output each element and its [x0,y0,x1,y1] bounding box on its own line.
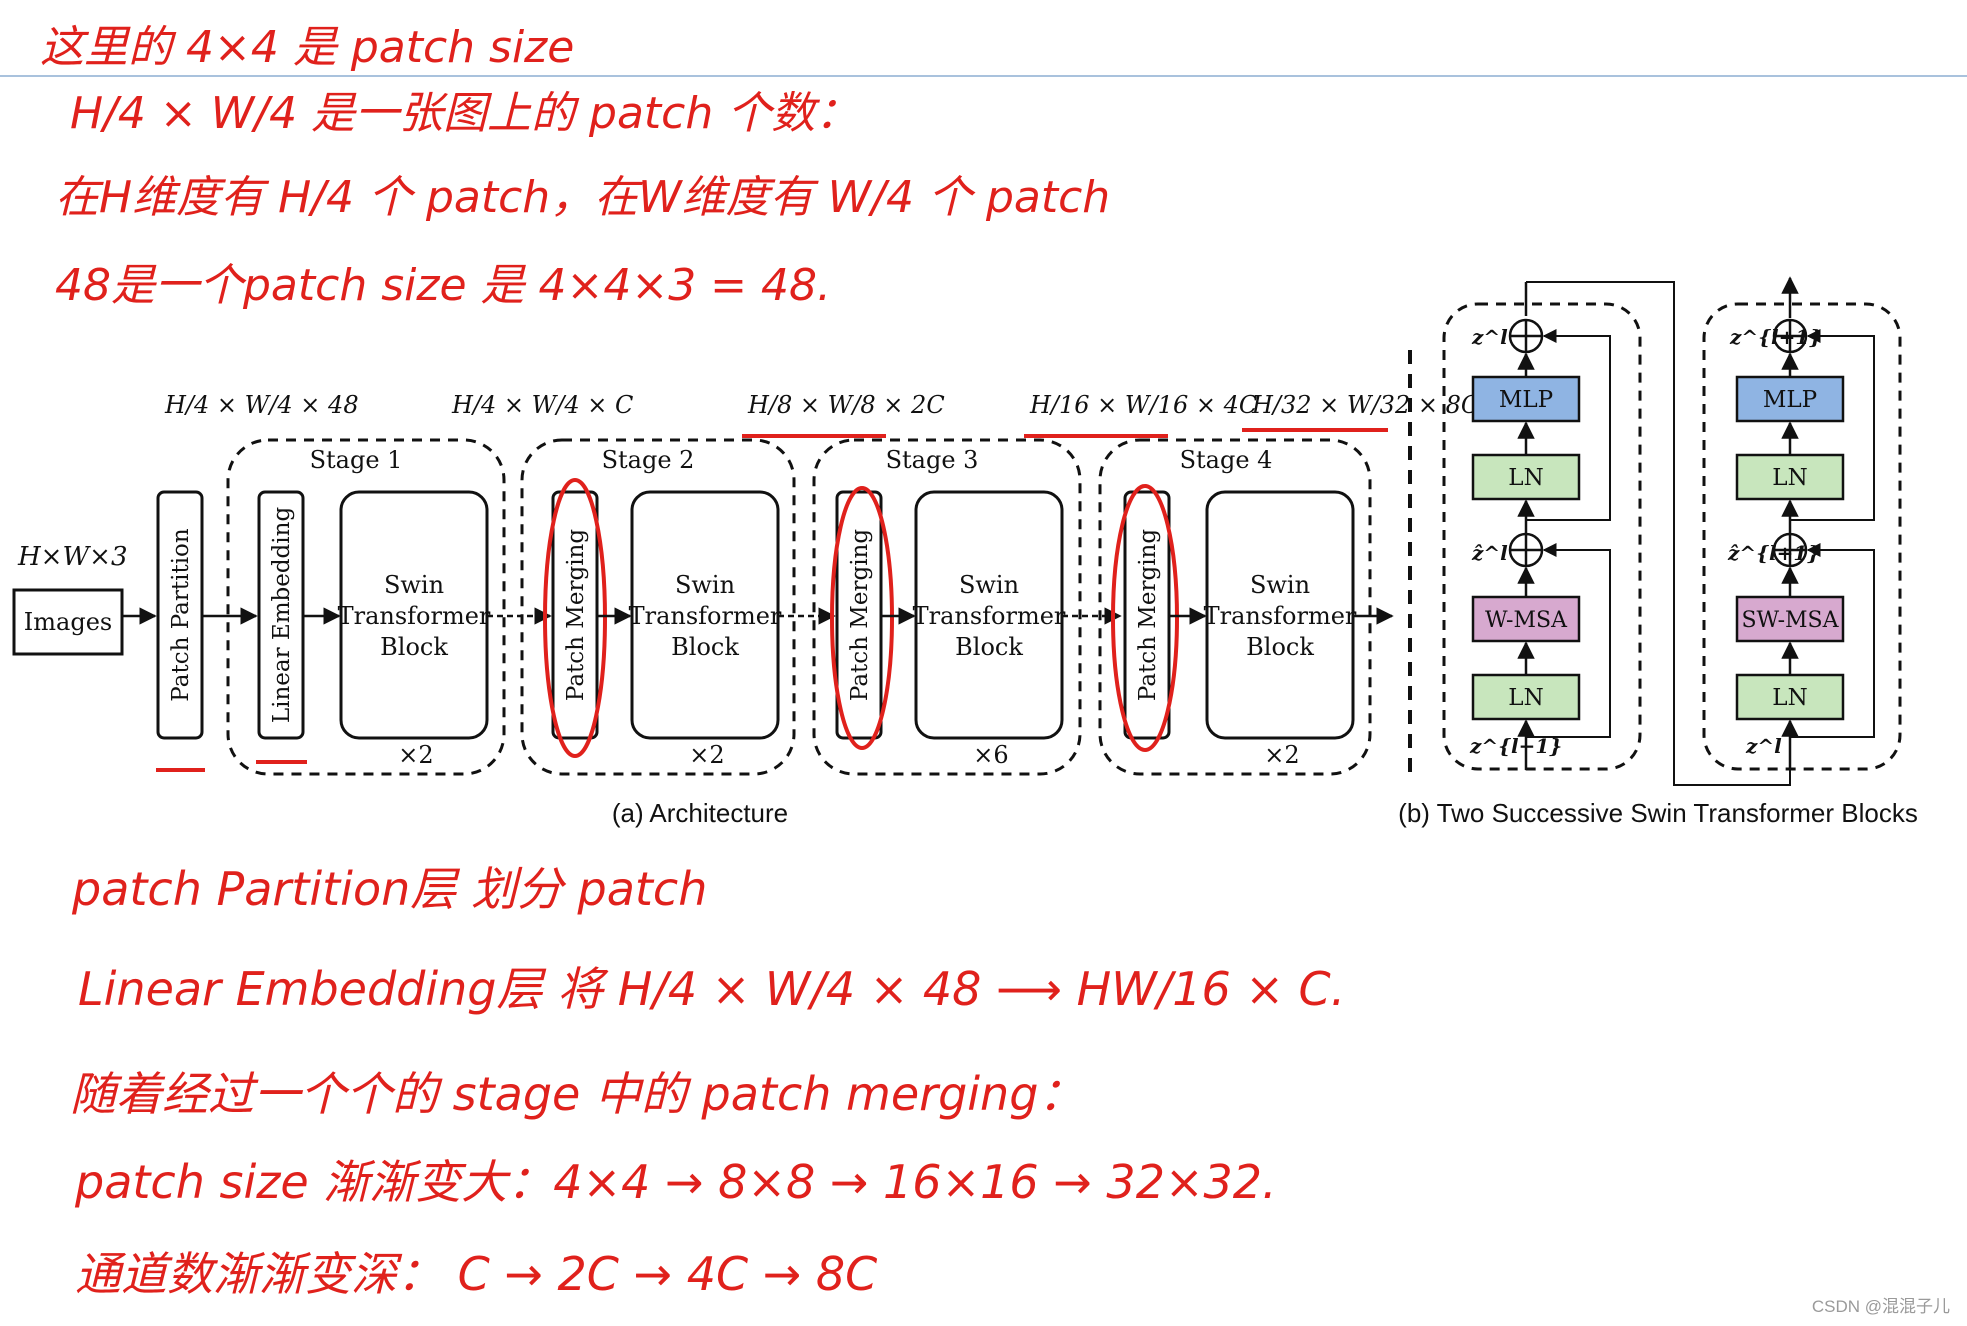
stage-2-frame [520,438,796,776]
swin-block-2-line1: Swin [675,571,735,599]
left-msa-label: W-MSA [1485,608,1568,633]
right-msa-box [1735,595,1845,643]
right-z-in: z^l [1745,734,1782,758]
left-ln-bottom-box [1471,673,1581,721]
swin-block-3-line3: Block [955,633,1023,661]
swin-block-4-line1: Swin [1250,571,1310,599]
partition-dim-label: H/4 × W/4 × 48 [164,391,359,419]
right-z-out: z^{l+1} [1729,325,1822,349]
annotation-top-4: 48是一个patch size 是 4×4×3 = 48. [55,260,831,311]
stage-3: Stage 3 H/16 × W/16 × 4C Patch Merging S… [812,391,1257,776]
caption-a: (a) Architecture [612,798,788,828]
swin-block-2-line3: Block [671,633,739,661]
swin-block-1-line1: Swin [384,571,444,599]
left-ln-top-label: LN [1508,465,1543,491]
right-skip-top [1790,329,1875,521]
swin-block-3-line1: Swin [959,571,1019,599]
left-mlp-label: MLP [1499,387,1553,413]
patch-merging-label-2: Patch Merging [563,529,589,701]
annotation-bottom-1: patch Partition层 划分 patch [71,862,707,916]
input-shape-label: H×W×3 [17,542,128,572]
stage-1-label: Stage 1 [310,446,403,474]
stage-3-label: Stage 3 [886,446,979,474]
annotation-bottom-5: 通道数渐渐变深： C → 2C → 4C → 8C [75,1247,877,1301]
annotation-top-2: H/4 × W/4 是一张图上的 patch 个数： [70,88,859,139]
patch-merging-label-3: Patch Merging [847,529,873,701]
annotation-bottom-4: patch size 渐渐变大：4×4 → 8×8 → 16×16 → 32×3… [74,1155,1277,1209]
top-annotations: 这里的 4×4 是 patch size H/4 × W/4 是一张图上的 pa… [40,22,1110,311]
right-ln-top-label: LN [1772,465,1807,491]
patch-merging-label-4: Patch Merging [1135,529,1161,701]
stage-1: Stage 1 H/4 × W/4 × C Linear Embedding S… [226,391,633,776]
left-z-in: z^{l−1} [1469,734,1562,758]
annotation-top-3: 在H维度有 H/4 个 patch，在W维度有 W/4 个 patch [55,172,1110,223]
stage-2: Stage 2 H/8 × W/8 × 2C Patch Merging Swi… [520,391,945,776]
right-mlp-label: MLP [1763,387,1817,413]
stage-4-label: Stage 4 [1180,446,1273,474]
swin-block-2-line2: Transformer [629,602,782,630]
stage-3-dim: H/16 × W/16 × 4C [1029,391,1257,419]
swin-block-1-line2: Transformer [338,602,491,630]
patch-merging-highlight-4 [1111,484,1179,752]
left-z-hat: ẑ^l [1471,541,1508,565]
stage-2-label: Stage 2 [602,446,695,474]
watermark: CSDN @混混子儿 [1812,1297,1950,1316]
left-msa-box [1471,595,1581,643]
right-z-hat: ẑ^{l+1} [1727,541,1820,565]
stage-1-dim: H/4 × W/4 × C [451,391,633,419]
annotation-bottom-3: 随着经过一个个的 stage 中的 patch merging： [70,1067,1084,1121]
stage-2-dim: H/8 × W/8 × 2C [747,391,945,419]
left-mlp-box [1471,375,1581,423]
stage-4-repeat: ×2 [1264,741,1299,769]
successive-block-left: z^l MLP LN ẑ^l W-MSA LN [1442,282,1642,771]
right-mlp-box [1735,375,1845,423]
bottom-annotations: patch Partition层 划分 patch Linear Embeddi… [70,862,1345,1301]
left-ln-bottom-label: LN [1508,685,1543,711]
stage-3-repeat: ×6 [973,741,1008,769]
caption-b: (b) Two Successive Swin Transformer Bloc… [1398,798,1918,828]
annotation-top-1: 这里的 4×4 是 patch size [40,22,574,73]
images-box [12,588,124,656]
right-block-frame [1702,302,1902,771]
swin-block-4-line3: Block [1246,633,1314,661]
architecture-diagram: H×W×3 Images H/4 × W/4 × 48 Patch Partit… [12,391,1479,828]
right-skip-bottom [1790,543,1875,738]
successive-block-right: z^{l+1} MLP LN ẑ^{l+1} SW-MSA LN z^l [1702,276,1902,771]
stage-1-repeat: ×2 [398,741,433,769]
swin-block-3-line2: Transformer [913,602,1066,630]
left-skip-bottom [1526,543,1611,738]
linear-embedding-label: Linear Embedding [269,507,295,724]
stage-4-dim: H/32 × W/32 × 8C [1251,391,1479,419]
right-ln-bottom-label: LN [1772,685,1807,711]
stage-1-frame [226,438,506,776]
right-ln-bottom-box [1735,673,1845,721]
successive-blocks-diagram: z^l MLP LN ẑ^l W-MSA LN [1398,276,1918,828]
annotation-bottom-2: Linear Embedding层 将 H/4 × W/4 × 48 ⟶ HW/… [78,962,1345,1016]
swin-block-4-line2: Transformer [1204,602,1357,630]
block-connector [1526,281,1791,786]
stage-4-frame [1098,438,1372,776]
stage-2-repeat: ×2 [689,741,724,769]
patch-merging-highlight-2 [543,478,607,758]
stage-4: Stage 4 H/32 × W/32 × 8C Patch Merging S… [1098,391,1479,776]
images-label: Images [24,608,112,636]
left-ln-top-box [1471,453,1581,501]
stage-3-frame [812,438,1082,776]
left-skip-top [1526,329,1611,521]
swin-block-1-line3: Block [380,633,448,661]
left-block-frame [1442,302,1642,771]
patch-merging-highlight-3 [830,486,894,750]
right-msa-label: SW-MSA [1741,608,1839,633]
patch-partition-label: Patch Partition [168,528,194,702]
left-z-out: z^l [1471,325,1508,349]
